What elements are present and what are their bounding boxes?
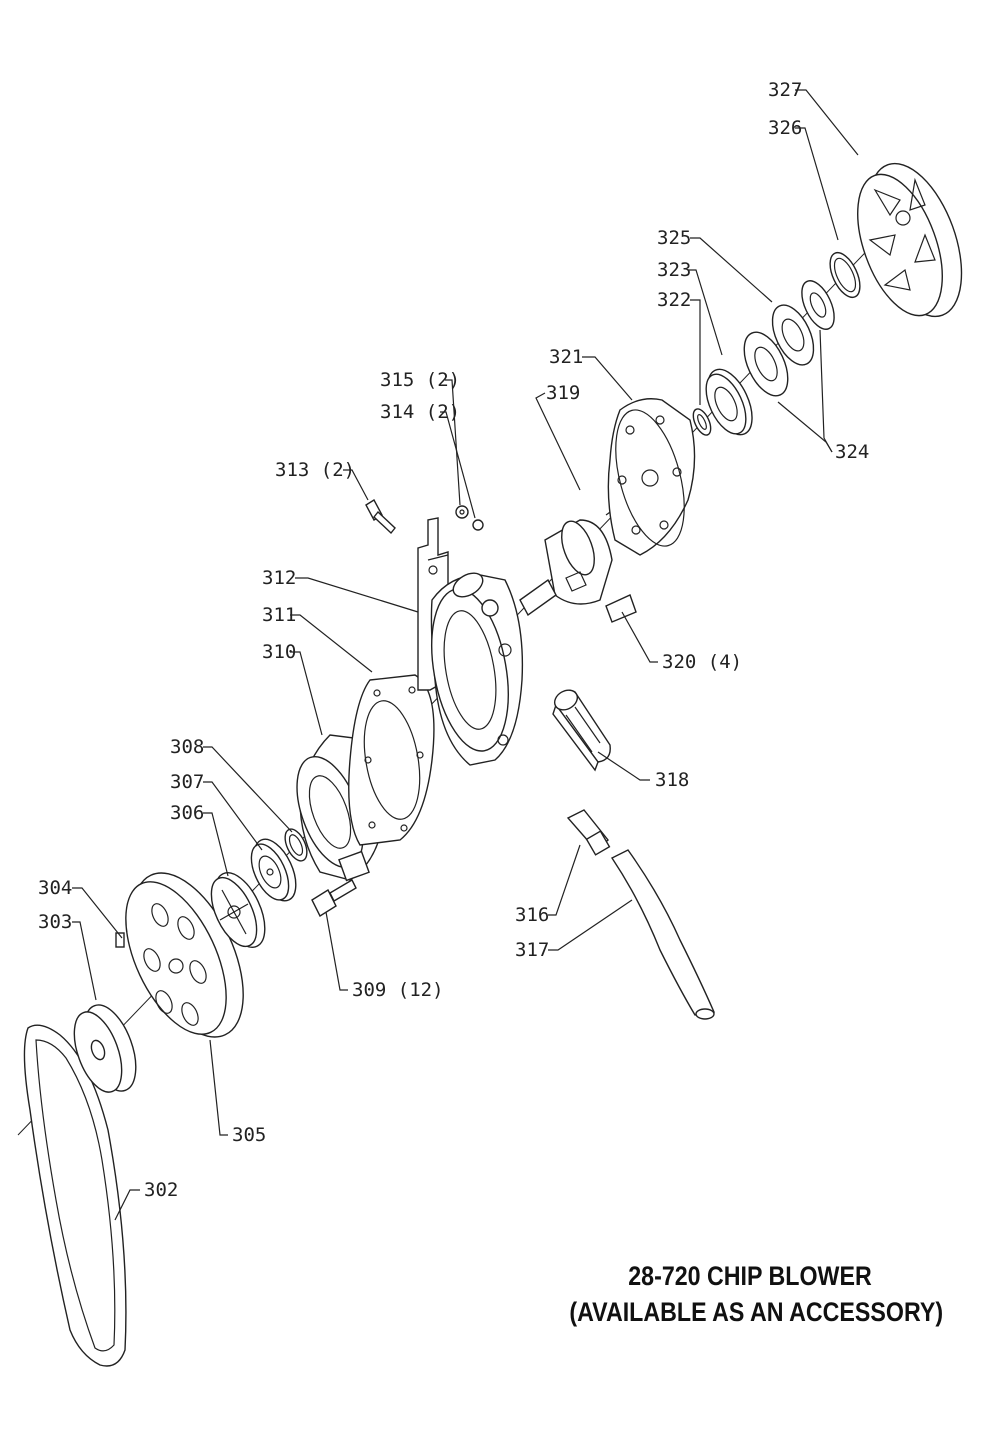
part-labels: 327 326 325 323 322 324 321 319 315 (2) … [38,79,869,1201]
label-320: 320 (4) [662,651,742,673]
label-302: 302 [144,1179,178,1201]
blower-body [430,572,524,766]
diagram-title: 28-720 CHIP BLOWER (AVAILABLE AS AN ACCE… [569,1258,944,1330]
label-319: 319 [546,382,580,404]
part-309-screw [311,879,357,918]
leader-lines [72,89,859,1221]
part-315-nut [472,519,484,531]
label-311: 311 [262,604,296,626]
part-325-washer [771,304,815,366]
label-323: 323 [657,259,691,281]
label-318: 318 [655,769,689,791]
part-307-bearing [250,838,297,902]
label-326: 326 [768,117,802,139]
label-310: 310 [262,641,296,663]
part-327-fan-cover [857,162,963,318]
label-308: 308 [170,736,204,758]
label-316: 316 [515,904,549,926]
part-303-pulley [73,1004,137,1093]
part-320-vane [565,571,637,623]
label-307: 307 [170,771,204,793]
part-314-washer [455,505,469,519]
part-319-rotor [519,504,621,617]
part-321-end-cap [607,398,696,556]
part-311-gasket [348,674,435,846]
part-316-fitting [566,809,611,856]
part-306-impeller [210,872,266,948]
label-327: 327 [768,79,802,101]
label-313: 313 (2) [275,459,355,481]
label-303: 303 [38,911,72,933]
title-line-1: 28-720 CHIP BLOWER [628,1261,872,1291]
part-313-screw [365,499,396,535]
part-317-hose [610,849,716,1020]
part-322-retaining-ring [692,408,712,436]
label-312: 312 [262,567,296,589]
part-326-retaining-ring [829,251,861,299]
label-317: 317 [515,939,549,961]
part-323-bearing [705,368,753,436]
label-321: 321 [549,346,583,368]
label-322: 322 [657,289,691,311]
label-325: 325 [657,227,691,249]
label-305: 305 [232,1124,266,1146]
label-315: 315 (2) [380,369,460,391]
part-318-filter [552,689,611,772]
title-line-2: (AVAILABLE AS AN ACCESSORY) [569,1297,944,1327]
label-309: 309 (12) [352,979,444,1001]
label-304: 304 [38,877,72,899]
part-304-set-screw [115,932,125,948]
part-308-retaining-ring [284,828,308,862]
label-306: 306 [170,802,204,824]
label-324: 324 [835,441,869,463]
part-324-spacer [743,280,835,397]
label-314: 314 (2) [380,401,460,423]
